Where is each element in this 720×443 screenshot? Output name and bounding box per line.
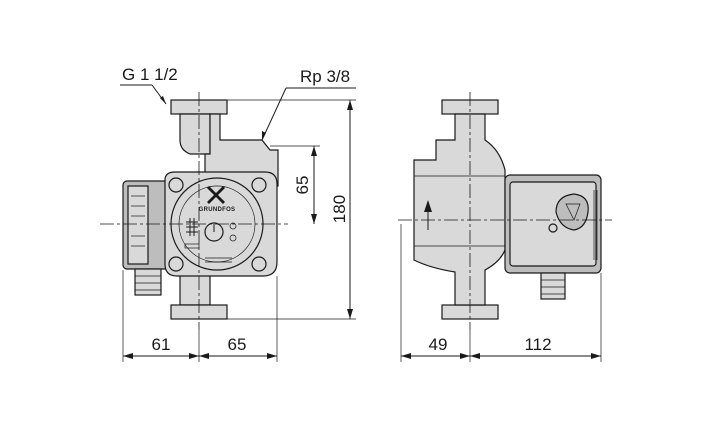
port-thread-label: Rp 3/8: [300, 67, 350, 86]
inlet-thread-label: G 1 1/2: [122, 65, 178, 84]
front-dimensions: 180 65 61 65: [122, 99, 356, 362]
front-view: GRUNDFOS G 1 1/2 Rp 3/8: [100, 65, 356, 330]
dim-height-total: 180: [330, 195, 349, 223]
side-vent-screw: [548, 223, 558, 233]
grundfos-logo-icon: [207, 186, 225, 204]
dim-port-offset: 65: [293, 176, 312, 195]
front-terminal-cover: [127, 185, 149, 265]
dim-front-left: 61: [152, 335, 171, 354]
brand-logo-text: GRUNDFOS: [199, 207, 236, 213]
front-cable-gland: [134, 268, 162, 296]
dim-front-right: 65: [228, 335, 247, 354]
front-bolt-br: [251, 256, 267, 272]
front-top-neck: [179, 113, 211, 155]
front-bottom-neck: [179, 271, 211, 306]
front-bolt-bl: [168, 256, 184, 272]
side-control-knob: [555, 193, 589, 231]
front-upper-body: [204, 113, 279, 187]
side-pump-body: [413, 113, 506, 306]
side-view: [398, 92, 612, 330]
dim-side-left: 49: [429, 335, 448, 354]
side-dimensions: 49 112: [400, 224, 602, 362]
front-bolt-tl: [168, 177, 184, 193]
side-cable-gland: [540, 272, 566, 300]
dim-side-right: 112: [524, 335, 551, 354]
front-bolt-tr: [251, 177, 267, 193]
